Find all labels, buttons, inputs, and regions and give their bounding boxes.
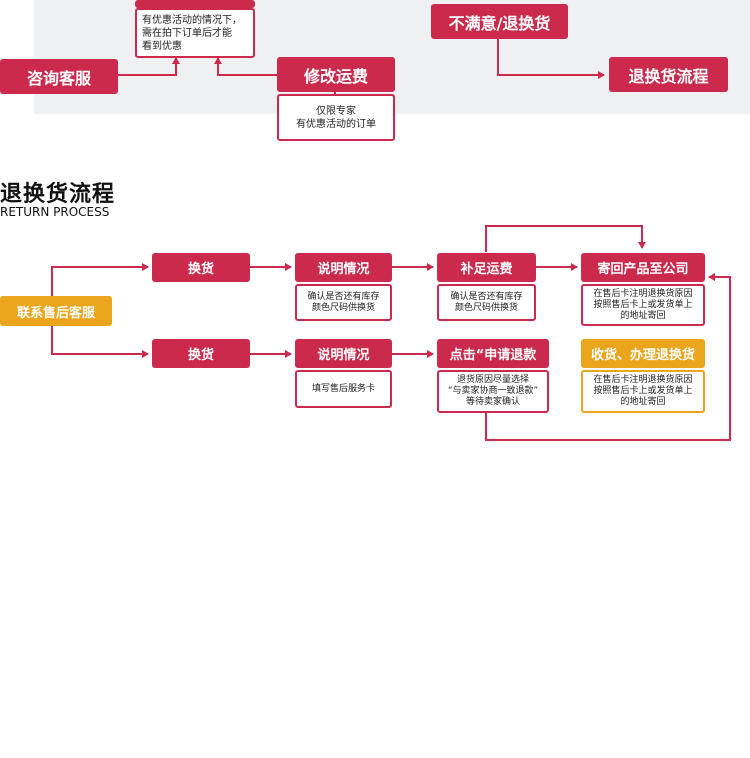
connector-consult-to-promo — [118, 57, 180, 76]
row1-shipping-note: 确认是否还有库存 颜色尺码供换货 — [437, 284, 536, 321]
contact-service-box: 联系售后客服 — [0, 296, 112, 326]
connector-unsatisfied-to-return — [497, 39, 605, 79]
row1-shipping-box: 补足运费 — [437, 253, 536, 282]
modify-shipping-note: 仅限专家 有优惠活动的订单 — [277, 94, 395, 141]
connector-r2-loop — [485, 273, 731, 441]
row2-refund-box: 点击“申请退款 — [437, 339, 549, 368]
promo-note: 有优惠活动的情况下， 需在拍下订单后才能 看到优惠 — [135, 8, 255, 58]
row1-explain-box: 说明情况 — [295, 253, 392, 282]
consult-box: 咨询客服 — [0, 59, 118, 94]
row1-send-back-note: 在售后卡注明退换货原因 按照售后卡上或发货单上 的地址寄回 — [581, 284, 705, 326]
row1-exchange-box: 换货 — [152, 253, 250, 282]
modify-shipping-box: 修改运费 — [277, 57, 395, 92]
row2-receive-box: 收货、办理退换货 — [581, 339, 705, 368]
row1-send-back-box: 寄回产品至公司 — [581, 253, 705, 282]
connector-start-row1 — [51, 263, 149, 296]
connector-start-row2 — [51, 326, 149, 358]
row2-exchange-box: 换货 — [152, 339, 250, 368]
row1-explain-note: 确认是否还有库存 颜色尺码供换货 — [295, 284, 392, 321]
row2-explain-note: 填写售后服务卡 — [295, 370, 392, 408]
connector-r1-loop — [485, 225, 646, 252]
section-subtitle: RETURN PROCESS — [0, 205, 110, 219]
connector-modify-to-promo — [214, 57, 277, 76]
return-process-box: 退换货流程 — [609, 57, 728, 92]
row2-explain-box: 说明情况 — [295, 339, 392, 368]
unsatisfied-box: 不满意/退换货 — [431, 4, 568, 39]
row2-receive-note: 在售后卡注明退换货原因 按照售后卡上或发货单上 的地址寄回 — [581, 370, 705, 413]
promo-header-bar — [135, 0, 255, 8]
section-title: 退换货流程 — [0, 182, 116, 207]
row2-refund-note: 退货原因尽量选择 “与卖家协商一致退款” 等待卖家确认 — [437, 370, 549, 413]
